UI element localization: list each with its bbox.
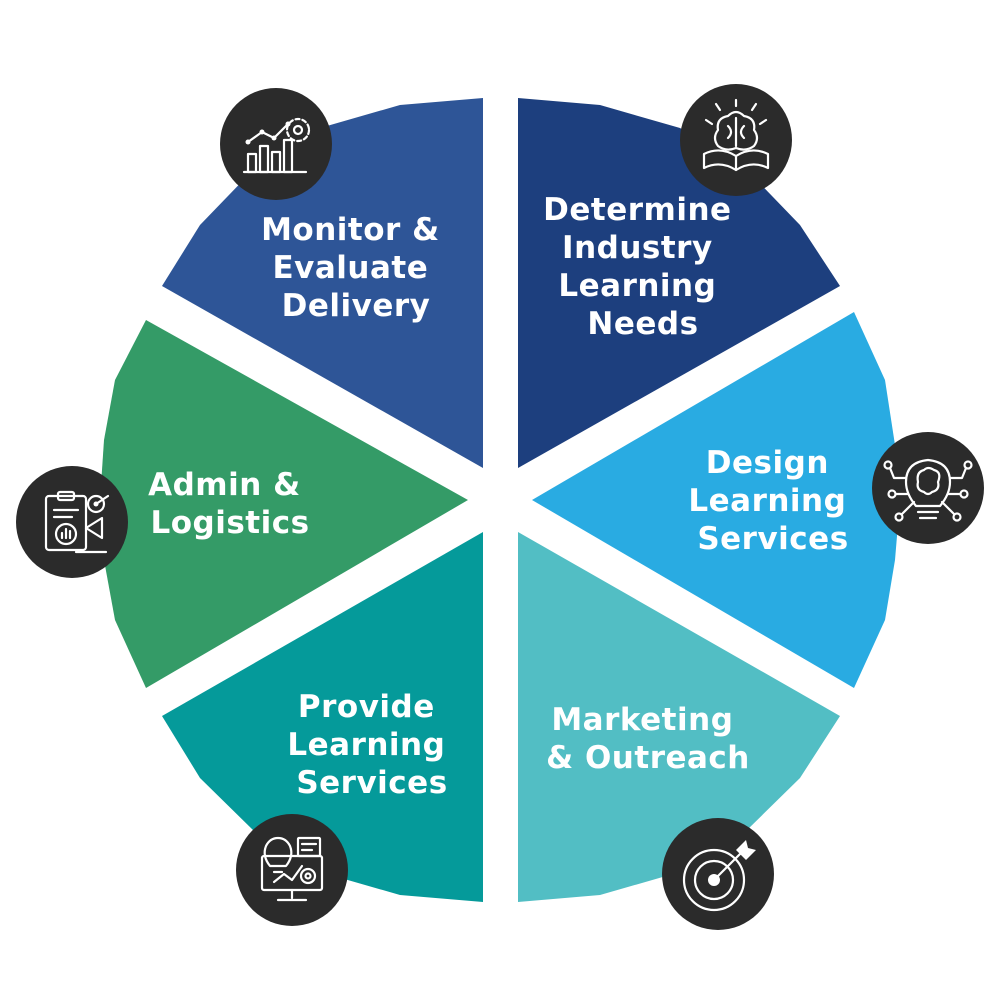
badge-design xyxy=(872,432,984,544)
segment-provide xyxy=(162,532,483,902)
target-arrow-icon xyxy=(682,840,756,912)
label-design-line-3: Services xyxy=(697,521,848,557)
label-provide: Provide Learning Services xyxy=(287,689,456,801)
label-marketing-line-1: Marketing xyxy=(551,702,733,738)
label-design: Design Learning Services xyxy=(688,445,857,557)
segment-admin xyxy=(100,320,468,688)
label-monitor: Monitor & Evaluate Delivery xyxy=(261,212,451,324)
growth-chart-gear-icon xyxy=(242,117,311,174)
badge-marketing xyxy=(662,818,774,930)
segment-design xyxy=(532,312,900,688)
label-marketing: Marketing & Outreach xyxy=(546,702,750,776)
label-monitor-line-2: Evaluate xyxy=(272,250,428,286)
monitor-idea-gear-icon xyxy=(260,836,324,902)
label-provide-line-1: Provide xyxy=(298,689,435,725)
brain-book-icon xyxy=(702,98,770,172)
label-monitor-line-3: Delivery xyxy=(282,288,431,324)
lightbulb-brain-circuit-icon xyxy=(883,458,973,522)
segment-marketing xyxy=(518,532,840,902)
label-admin-line-2: Logistics xyxy=(150,505,309,541)
label-provide-line-3: Services xyxy=(296,765,447,801)
label-determine-line-4: Needs xyxy=(587,306,698,342)
label-determine-line-2: Industry xyxy=(562,230,713,266)
segment-monitor xyxy=(162,98,483,468)
clipboard-chart-target-icon xyxy=(44,490,110,554)
label-design-line-2: Learning xyxy=(688,483,846,519)
label-design-line-1: Design xyxy=(706,445,829,481)
label-determine-line-1: Determine xyxy=(543,192,731,228)
label-determine-line-3: Learning xyxy=(558,268,716,304)
badge-monitor xyxy=(220,88,332,200)
label-admin-line-1: Admin & xyxy=(148,467,301,503)
badge-determine xyxy=(680,84,792,196)
label-marketing-line-2: & Outreach xyxy=(546,740,750,776)
badge-admin xyxy=(16,466,128,578)
badge-provide xyxy=(236,814,348,926)
label-determine: Determine Industry Learning Needs xyxy=(543,192,743,342)
label-monitor-line-1: Monitor & xyxy=(261,212,440,248)
label-admin: Admin & Logistics xyxy=(148,467,312,541)
label-provide-line-2: Learning xyxy=(287,727,445,763)
